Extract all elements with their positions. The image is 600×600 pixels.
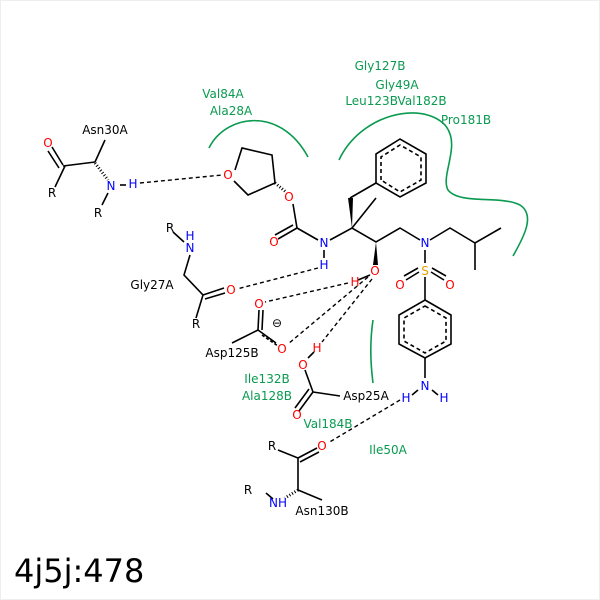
atom-o: O <box>226 283 235 297</box>
atom-r: R <box>192 317 200 331</box>
atom-r: R <box>166 221 174 235</box>
atom-labels: O R N H R O O O N H O H N S O O N H H R … <box>43 136 454 510</box>
atom-o: O <box>395 278 404 292</box>
hydrophobic-ile50a: Ile50A <box>369 443 408 457</box>
hydrogen-bonds <box>139 174 401 444</box>
residue-gly27a: Gly27A <box>130 278 174 292</box>
atom-n: N <box>107 179 116 193</box>
hydrophobic-pro181b: Pro181B <box>441 113 491 127</box>
hydrophobic-ile132b: Ile132B <box>244 372 289 386</box>
atom-o: O <box>269 235 278 249</box>
hydrophobic-contours <box>208 112 529 384</box>
atom-n: N <box>320 236 329 250</box>
atom-nh: NH <box>269 496 287 510</box>
residue-asn30a: Asn30A <box>82 123 128 137</box>
atom-h: H <box>350 275 359 289</box>
hbond-asn30a <box>139 174 223 184</box>
hbond-asp25a <box>321 278 373 343</box>
atom-h: H <box>439 391 448 405</box>
residue-asp25a: Asp25A <box>343 389 389 403</box>
atom-n: N <box>421 379 430 393</box>
atom-h: H <box>128 177 137 191</box>
atom-r: R <box>94 206 102 220</box>
bonds <box>47 138 502 501</box>
hbond-asp125b-1 <box>264 282 349 303</box>
atom-o: O <box>298 358 307 372</box>
diagram-title: 4j5j:478 <box>14 552 145 590</box>
atom-o: O <box>445 278 454 292</box>
atom-o: O <box>284 190 293 204</box>
atom-h: H <box>312 341 321 355</box>
atom-n: N <box>186 241 195 255</box>
atom-o: O <box>317 439 326 453</box>
atom-h: H <box>185 229 194 243</box>
atom-o: O <box>277 342 286 356</box>
negative-charge: ⊖ <box>272 316 282 330</box>
atom-o: O <box>223 168 232 182</box>
atom-r: R <box>244 483 252 497</box>
atom-h: H <box>319 258 328 272</box>
hydrophobic-gly49a: Gly49A <box>375 78 419 92</box>
hydrophobic-leu123b-val182b: Leu123BVal182B <box>345 94 446 108</box>
atom-r: R <box>48 186 56 200</box>
atom-o: O <box>370 264 379 278</box>
residue-asn130b: Asn130B <box>295 504 348 518</box>
atom-o: O <box>43 136 52 150</box>
atom-o: O <box>292 408 301 422</box>
atom-h: H <box>401 391 410 405</box>
hydrophobic-val184b: Val184B <box>303 417 352 431</box>
residue-asp125b: Asp125B <box>205 346 258 360</box>
hbond-gly27a <box>236 267 319 290</box>
residue-labels: Asn30A Gly27A Asp125B Asp25A Asn130B Val… <box>82 59 491 518</box>
hydrophobic-gly127b: Gly127B <box>355 59 406 73</box>
hydrophobic-val84a: Val84A <box>202 87 244 101</box>
atom-s: S <box>421 264 429 278</box>
atom-o: O <box>254 297 263 311</box>
hbond-asp125b-2 <box>287 276 369 345</box>
atom-n: N <box>421 236 430 250</box>
atom-r: R <box>268 439 276 453</box>
hydrophobic-ala128b: Ala128B <box>242 389 292 403</box>
hydrophobic-ala28a: Ala28A <box>210 104 253 118</box>
